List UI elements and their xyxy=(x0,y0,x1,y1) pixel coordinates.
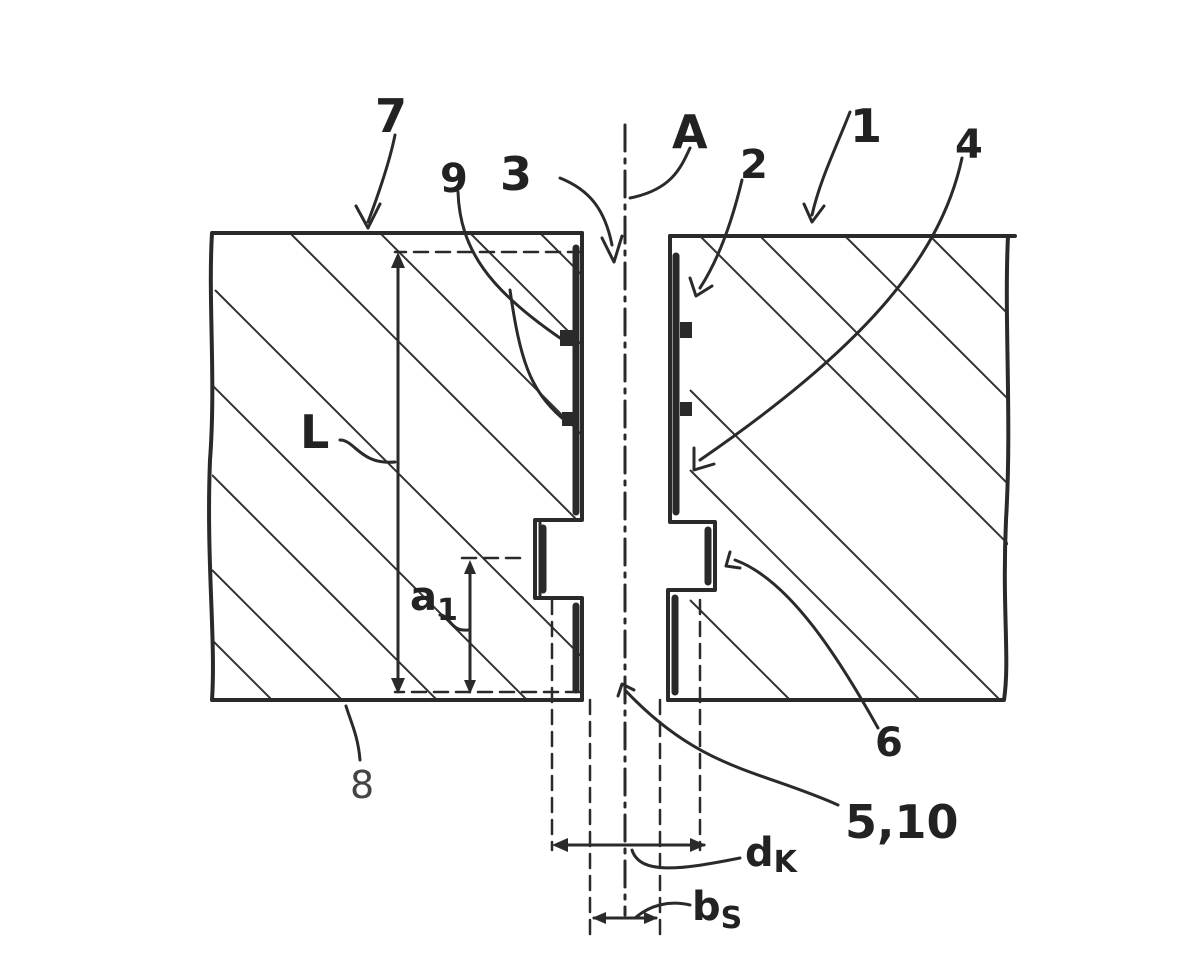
label-A: A xyxy=(672,105,708,159)
projection-lines xyxy=(393,250,702,942)
label-4: 4 xyxy=(955,122,983,168)
left-bore-wall xyxy=(533,231,584,702)
label-L: L xyxy=(300,405,329,459)
dimension-dK xyxy=(552,838,742,870)
dimension-a1 xyxy=(438,560,476,694)
label-6: 6 xyxy=(875,720,903,766)
label-a1-sub: 1 xyxy=(437,593,458,628)
dimension-bS xyxy=(592,901,692,924)
leader-7-arrowhead xyxy=(354,202,382,230)
right-bump-1 xyxy=(680,322,692,338)
label-1: 1 xyxy=(850,99,882,153)
label-a1-main: a xyxy=(410,574,437,620)
left-block-hatching xyxy=(212,233,582,700)
label-3: 3 xyxy=(500,147,532,201)
label-dK-sub: K xyxy=(774,845,799,880)
right-coating xyxy=(671,252,712,696)
left-coating xyxy=(539,244,580,694)
leader-7 xyxy=(366,133,397,224)
label-bS-main: b xyxy=(692,884,721,930)
label-bS-sub: S xyxy=(721,901,743,936)
label-9: 9 xyxy=(440,156,468,202)
left-block xyxy=(207,231,584,702)
label-2: 2 xyxy=(740,142,768,188)
label-a1: a1 xyxy=(410,574,458,628)
label-5-10: 5,10 xyxy=(845,795,959,849)
left-block-outline xyxy=(207,231,584,702)
dimension-L xyxy=(338,252,405,694)
left-bump-2 xyxy=(562,412,574,426)
right-bore-wall xyxy=(666,234,717,702)
right-block-outline xyxy=(666,234,1017,702)
label-bS: bS xyxy=(692,884,742,936)
right-block xyxy=(666,234,1017,702)
leader-lines xyxy=(344,110,964,807)
label-8: 8 xyxy=(350,763,374,807)
label-dK: dK xyxy=(745,830,799,880)
label-7: 7 xyxy=(375,89,407,143)
right-bump-2 xyxy=(680,402,692,416)
left-bump-1 xyxy=(560,330,574,346)
right-block-hatching xyxy=(689,235,1008,700)
label-dK-main: d xyxy=(745,830,774,876)
